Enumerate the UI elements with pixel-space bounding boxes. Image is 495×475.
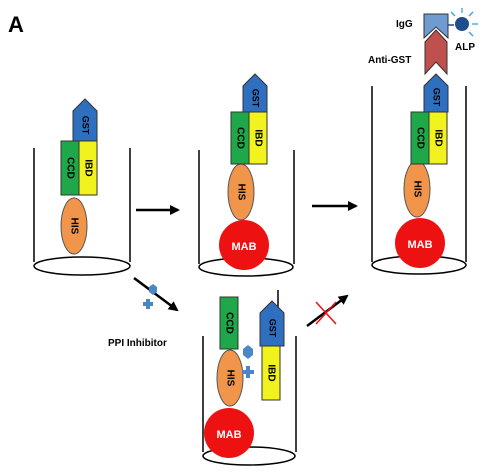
igg-label: IgG <box>396 19 413 30</box>
his-tag <box>60 197 88 255</box>
ppi-inhibitor-label: PPI Inhibitor <box>108 338 167 349</box>
mab-antibody <box>395 218 445 268</box>
igg-antibody <box>423 13 449 40</box>
ibd-label: IBD <box>252 129 263 146</box>
blocked-arrow <box>306 294 349 327</box>
ccd-domain <box>219 296 239 350</box>
gst-tag <box>259 300 285 347</box>
well-1-bottom <box>33 256 131 276</box>
gst-tag <box>72 98 98 142</box>
his-label: HIS <box>224 370 235 387</box>
ibd-label: IBD <box>265 364 276 381</box>
alp-signal-icon <box>448 8 478 37</box>
well-3: MAB HIS CCD IBD GST IgG ALP Anti-GST <box>368 8 478 275</box>
inhibitor-cross-icon <box>143 299 153 309</box>
mab-antibody <box>219 220 269 270</box>
well-1-walls <box>33 148 131 262</box>
gst-label: GST <box>432 88 442 107</box>
panel-label: A <box>8 12 24 37</box>
ccd-label: CCD <box>223 312 234 334</box>
well-2-walls <box>198 150 295 264</box>
arrow-to-well-4 <box>133 276 179 312</box>
ibd-label: IBD <box>82 159 93 176</box>
inhibitor-hexagon-icon <box>243 345 253 359</box>
anti-gst-label: Anti-GST <box>368 55 411 66</box>
ccd-label: CCD <box>234 127 245 149</box>
gst-label: GST <box>251 89 261 108</box>
mab-label: MAB <box>231 241 256 253</box>
gst-label: GST <box>268 319 278 338</box>
mab-label: MAB <box>407 239 432 251</box>
mab-label: MAB <box>216 429 241 441</box>
well-1: HIS CCD IBD GST <box>33 98 131 276</box>
his-label: HIS <box>68 218 79 235</box>
alp-label: ALP <box>455 42 475 53</box>
ccd-label: CCD <box>64 157 75 179</box>
ibd-label: IBD <box>432 129 443 146</box>
well-4: MAB HIS CCD IBD GST <box>202 290 297 466</box>
inhibitor-hexagon-icon <box>149 284 157 295</box>
well-3-walls <box>371 86 467 262</box>
anti-gst-antibody <box>424 29 448 76</box>
inhibitor-cross-icon <box>242 366 254 378</box>
ccd-label: CCD <box>414 127 425 149</box>
his-label: HIS <box>411 181 422 198</box>
gst-tag <box>423 73 449 113</box>
mab-antibody <box>204 408 254 458</box>
well-2: MAB HIS CCD IBD GST <box>198 73 295 277</box>
his-label: HIS <box>235 184 246 201</box>
his-tag <box>216 349 244 407</box>
gst-tag <box>242 73 268 113</box>
gst-label: GST <box>81 116 91 135</box>
